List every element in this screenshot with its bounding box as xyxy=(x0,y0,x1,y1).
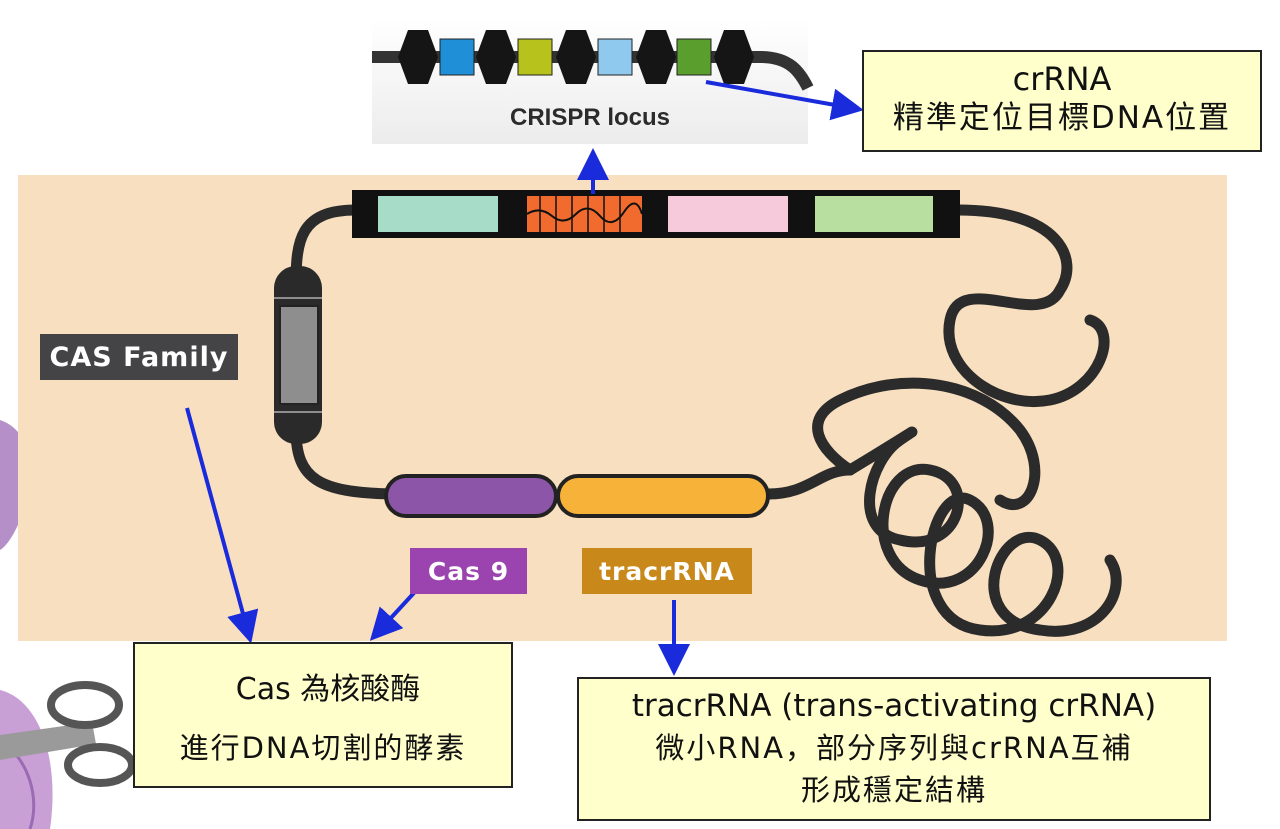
arrow-cas-family xyxy=(185,407,259,644)
cas-note-desc: 進行DNA切割的酵素 xyxy=(179,731,467,765)
crrna-note: crRNA 精準定位目標DNA位置 xyxy=(862,50,1262,152)
tracrrna-note: tracrRNA (trans-activating crRNA) 微小RNA，… xyxy=(577,677,1211,821)
arrow-crrna xyxy=(705,80,864,121)
cas-note: Cas 為核酸酶 進行DNA切割的酵素 xyxy=(133,642,513,788)
tracrrna-label: tracrRNA xyxy=(582,548,752,594)
annotation-arrows xyxy=(185,80,864,676)
locus-caption: CRISPR locus xyxy=(509,104,671,131)
dna-strand xyxy=(290,204,1122,637)
cas-gene-cassette xyxy=(352,190,960,238)
repeat-hexagons xyxy=(398,30,754,84)
tracrrna-capsule xyxy=(556,474,770,518)
tracrrna-note-desc: 微小RNA，部分序列與crRNA互補 xyxy=(655,731,1133,765)
cas-family-label: CAS Family xyxy=(40,334,238,380)
crispr-locus-inset xyxy=(372,18,814,144)
spacer-blocks xyxy=(439,38,712,76)
scissors-icon xyxy=(0,681,136,787)
tracrrna-note-title: tracrRNA (trans-activating crRNA) xyxy=(631,688,1157,724)
cas9-capsule xyxy=(384,474,558,518)
cas-note-title: Cas 為核酸酶 xyxy=(235,672,421,707)
left-capsule xyxy=(274,266,322,444)
cas9-label: Cas 9 xyxy=(410,548,527,594)
tracrrna-note-desc2: 形成穩定結構 xyxy=(800,773,987,807)
crrna-note-title: crRNA xyxy=(1012,60,1112,98)
crrna-note-desc: 精準定位目標DNA位置 xyxy=(892,100,1232,136)
